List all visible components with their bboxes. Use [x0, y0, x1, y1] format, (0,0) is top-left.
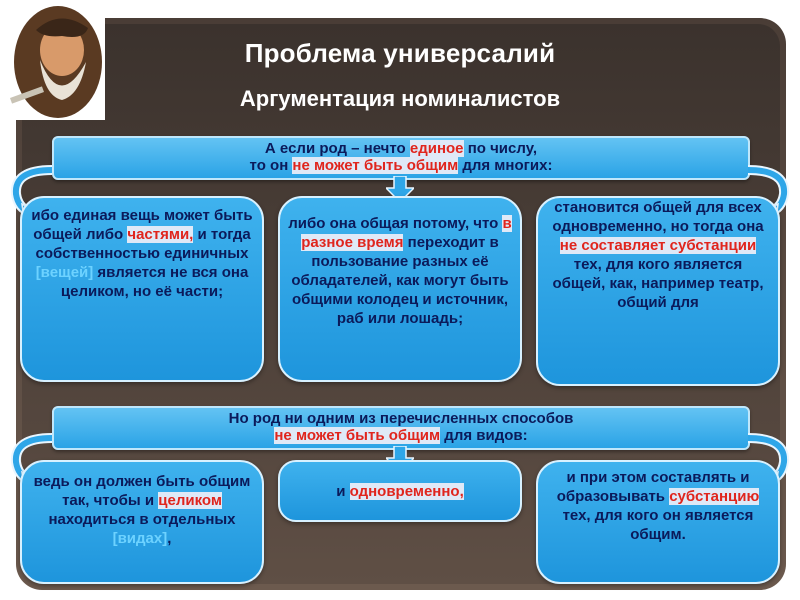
box1-highlight-1: [вещей] — [35, 264, 94, 281]
bar2-line1: Но род ни одним из перечисленных способо… — [228, 410, 574, 427]
page-title: Проблема универсалий — [244, 38, 556, 68]
box2-text-2: переходит в пользование разных её облада… — [291, 234, 509, 327]
box4-text-2: находиться в отдельных — [48, 511, 236, 528]
bar1-red-2: не может быть общим — [292, 157, 459, 174]
argument-box-parts: ибо единая вещь может быть общей либо ча… — [20, 196, 264, 382]
box1-text-1: ибо единая вещь может быть общей либо — [31, 207, 253, 243]
argument-box-at-once: и одновременно, — [278, 460, 522, 522]
box4-highlight-1: [видах] — [112, 530, 168, 547]
box3-text-2: тех, для кого является общей, как, напри… — [552, 256, 764, 311]
box4-text-3: , — [167, 530, 172, 547]
page-subtitle: Аргументация номиналистов — [239, 86, 561, 111]
box1-text-3: является не вся она целиком, но её части… — [60, 264, 249, 300]
box5-red-1: одновременно, — [349, 483, 464, 500]
argument-box-whole: ведь он должен быть общим так, чтобы и ц… — [20, 460, 264, 584]
box4-red-1: целиком — [158, 492, 222, 509]
bar2-red-1: не может быть общим — [274, 427, 441, 444]
premise-bar: А если род – нечто единое по числу, то о… — [52, 136, 750, 180]
philosopher-portrait-icon — [0, 0, 105, 120]
bar1-text-c: то он — [249, 157, 293, 174]
box2-text-1: либо она общая потому, что — [288, 215, 503, 232]
box4-text-1: ведь он должен быть общим так, чтобы и — [33, 473, 251, 509]
conclusion-bar: Но род ни одним из перечисленных способо… — [52, 406, 750, 450]
down-arrow-icon — [386, 176, 414, 202]
box1-red-1: частями, — [127, 226, 194, 243]
argument-box-time: либо она общая потому, что в разное врем… — [278, 196, 522, 382]
bar2-text-b: для видов: — [440, 427, 528, 444]
box6-red-1: субстанцию — [669, 488, 760, 505]
bar1-text-b: по числу, — [463, 140, 538, 157]
bar1-text-a: А если род – нечто — [264, 140, 410, 157]
box3-text-1: становится общей для всех одновременно, … — [552, 199, 764, 235]
box3-red-1: не составляет субстанции — [559, 237, 757, 254]
box6-text-2: тех, для кого он является общим. — [562, 507, 754, 543]
bar1-text-d: для многих: — [458, 157, 553, 174]
argument-box-simultaneous: становится общей для всех одновременно, … — [536, 196, 780, 386]
box6-text-1: и при этом составлять и образовывать — [556, 469, 750, 505]
bar1-red-1: единое — [409, 140, 464, 157]
argument-box-substance: и при этом составлять и образовывать суб… — [536, 460, 780, 584]
box1-text-2: и тогда собственностью единичных — [35, 226, 251, 262]
box5-text-1: и — [336, 483, 350, 500]
